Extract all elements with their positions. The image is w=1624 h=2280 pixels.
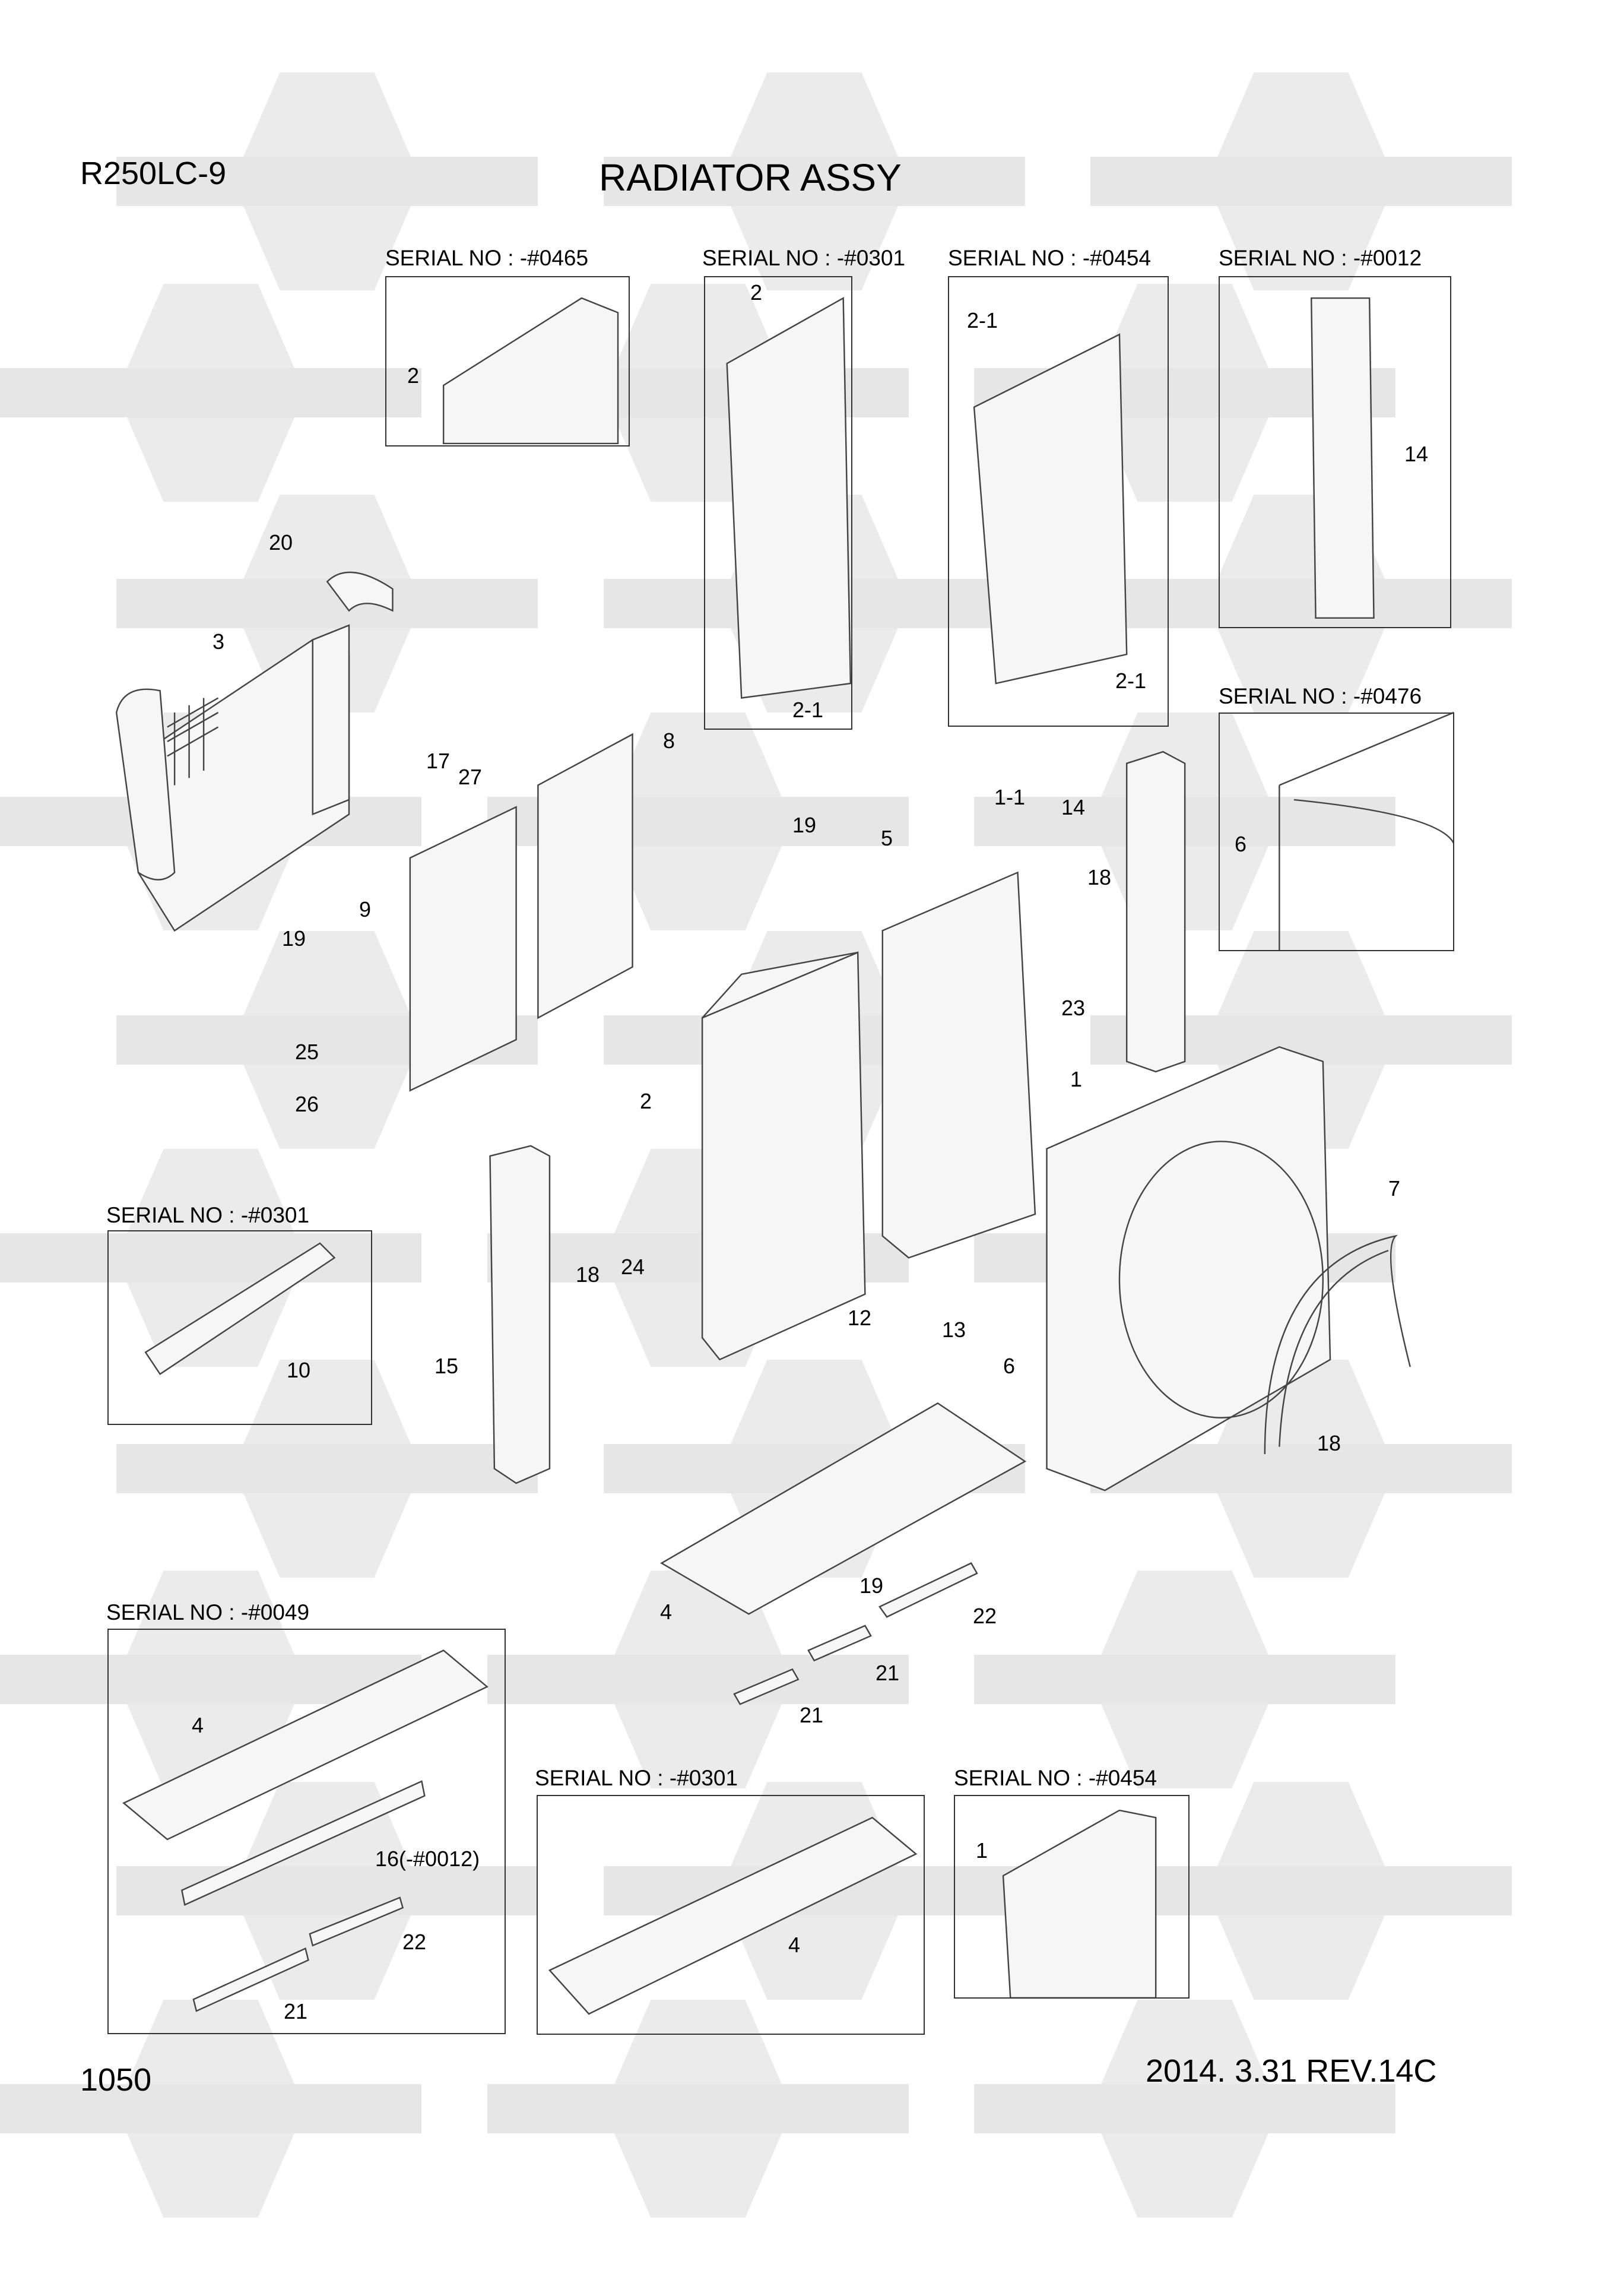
part-callout: 18 [1087, 865, 1112, 889]
part-callout: 15 [434, 1354, 459, 1378]
inset-serial-label: SERIAL NO : -#0301 [535, 1766, 738, 1790]
part-callout: 3 [212, 629, 225, 654]
bar-part-22 [878, 1562, 978, 1618]
part-callout: 8 [663, 729, 675, 753]
bar-part-21b [733, 1668, 800, 1705]
fan-guard-part-7 [1264, 1234, 1411, 1454]
inset-frame [385, 276, 630, 446]
support-part-4 [660, 1402, 1027, 1615]
page-title: RADIATOR ASSY [599, 156, 902, 199]
part-callout: 16(-#0012) [375, 1847, 480, 1871]
bar-part-21a [807, 1624, 872, 1662]
part-callout: 17 [426, 749, 451, 773]
part-callout: 4 [192, 1713, 204, 1737]
radiator-part-2 [701, 951, 866, 1361]
part-callout: 1-1 [994, 785, 1026, 809]
inset-frame [704, 276, 852, 730]
screen-part-9 [409, 806, 517, 1092]
guard-part-14 [1125, 750, 1186, 1073]
part-callout: 6 [1235, 832, 1247, 856]
inset-serial-label: SERIAL NO : -#0476 [1219, 684, 1422, 708]
part-callout: 27 [458, 765, 483, 789]
part-callout: 21 [284, 1999, 308, 2024]
part-callout: 5 [881, 826, 893, 850]
part-callout: 13 [942, 1318, 966, 1342]
part-callout: 9 [359, 897, 372, 922]
part-callout: 7 [1388, 1176, 1401, 1201]
part-callout: 18 [1317, 1431, 1341, 1455]
part-callout: 19 [792, 813, 817, 837]
part-callout: 4 [660, 1600, 673, 1624]
page-number: 1050 [80, 2062, 152, 2098]
part-callout: 6 [1003, 1354, 1016, 1378]
part-callout: 2-1 [792, 698, 824, 722]
revision-date: 2014. 3.31 REV.14C [1146, 2053, 1437, 2089]
inset-frame [1219, 276, 1451, 628]
shroud-part-6 [1046, 1046, 1331, 1492]
inset-frame [537, 1795, 925, 2035]
part-callout: 14 [1404, 442, 1429, 466]
part-callout: 4 [788, 1933, 801, 1957]
model-name: R250LC-9 [80, 156, 227, 191]
part-callout: 23 [1061, 996, 1086, 1020]
part-callout: 19 [859, 1573, 884, 1598]
part-callout: 18 [576, 1262, 600, 1287]
inset-serial-label: SERIAL NO : -#0301 [702, 246, 906, 270]
part-callout: 2 [750, 280, 763, 305]
part-callout: 26 [295, 1092, 319, 1116]
screen-part-8 [537, 733, 633, 1019]
part-callout: 21 [876, 1661, 900, 1685]
inset-serial-label: SERIAL NO : -#0454 [948, 246, 1152, 270]
intercooler-part [115, 571, 394, 932]
part-callout: 1 [1070, 1067, 1083, 1091]
inset-serial-label: SERIAL NO : -#0454 [954, 1766, 1157, 1790]
part-callout: 12 [848, 1306, 872, 1330]
guard-part-15 [489, 1145, 551, 1484]
inset-frame [1219, 712, 1454, 951]
inset-serial-label: SERIAL NO : -#0012 [1219, 246, 1422, 270]
part-callout: 22 [402, 1930, 427, 1954]
part-callout: 21 [800, 1703, 824, 1727]
part-callout: 20 [269, 530, 293, 555]
part-callout: 19 [282, 926, 306, 951]
oil-cooler-part-1 [881, 871, 1036, 1259]
part-callout: 24 [621, 1255, 645, 1279]
part-callout: 2-1 [967, 308, 998, 332]
part-callout: 14 [1061, 795, 1086, 819]
part-callout: 2 [407, 363, 420, 388]
part-callout: 2 [640, 1089, 652, 1113]
part-callout: 1 [976, 1838, 988, 1863]
part-callout: 2-1 [1115, 669, 1147, 693]
inset-serial-label: SERIAL NO : -#0465 [385, 246, 589, 270]
inset-frame [107, 1230, 372, 1425]
part-callout: 10 [287, 1358, 311, 1382]
inset-frame [954, 1795, 1190, 1999]
inset-serial-label: SERIAL NO : -#0301 [106, 1203, 310, 1227]
part-callout: 22 [973, 1604, 997, 1628]
inset-frame [107, 1629, 506, 2034]
part-callout: 25 [295, 1040, 319, 1064]
inset-frame [948, 276, 1169, 727]
inset-serial-label: SERIAL NO : -#0049 [106, 1600, 310, 1624]
